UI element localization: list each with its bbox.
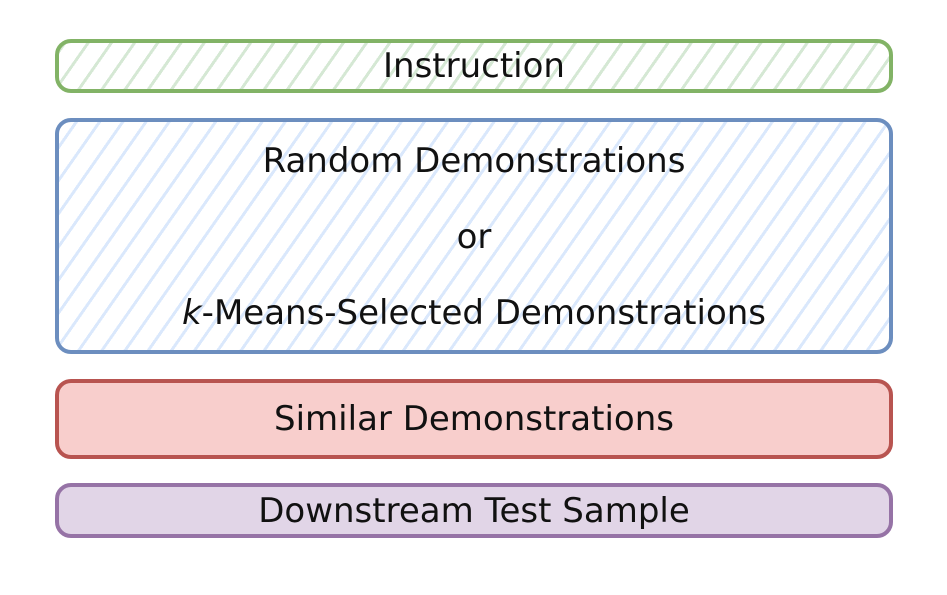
or-label: or	[456, 217, 492, 257]
similar-demonstrations-label: Similar Demonstrations	[274, 399, 674, 439]
downstream-test-sample-label: Downstream Test Sample	[258, 490, 690, 531]
kmeans-rest: -Means-Selected Demonstrations	[201, 293, 767, 333]
demonstrations-block: Random Demonstrations or k-Means-Selecte…	[55, 118, 893, 354]
instruction-label: Instruction	[383, 46, 565, 86]
random-demonstrations-label: Random Demonstrations	[262, 141, 686, 181]
k-variable: k	[181, 293, 202, 333]
downstream-test-sample-block: Downstream Test Sample	[55, 483, 893, 538]
kmeans-demonstrations-label: k-Means-Selected Demonstrations	[182, 296, 766, 330]
similar-demonstrations-block: Similar Demonstrations	[55, 379, 893, 459]
instruction-block: Instruction	[55, 39, 893, 93]
